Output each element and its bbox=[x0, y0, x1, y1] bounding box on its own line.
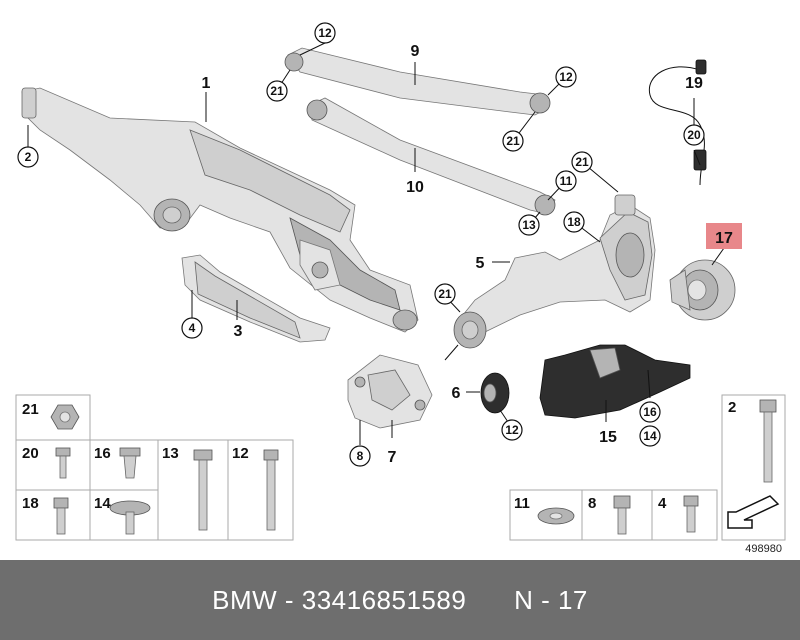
callout-17: 17 bbox=[715, 230, 733, 247]
wheel-speed-sensor bbox=[648, 59, 707, 186]
table-label-4: 4 bbox=[658, 495, 667, 512]
highlight-box bbox=[706, 223, 742, 249]
callout-21-right: 21 bbox=[575, 155, 589, 169]
wheel-hub-bearing bbox=[669, 259, 736, 321]
callout-19: 19 bbox=[685, 75, 703, 92]
table-label-20: 20 bbox=[22, 445, 39, 462]
callout-18: 18 bbox=[567, 215, 581, 229]
fastener-table-left: 21 20 16 13 12 18 14 bbox=[15, 394, 294, 541]
footer-caption: BMW - 33416851589 N - 17 bbox=[0, 560, 800, 640]
brace-plate bbox=[181, 254, 331, 343]
callout-6: 6 bbox=[452, 385, 461, 402]
callout-2: 2 bbox=[25, 150, 32, 164]
callout-9: 9 bbox=[411, 43, 420, 60]
table-label-13: 13 bbox=[162, 445, 179, 462]
callout-5: 5 bbox=[476, 255, 485, 272]
callout-21-lower: 21 bbox=[438, 287, 452, 301]
callout-4: 4 bbox=[189, 321, 196, 335]
rubber-mount-bushing bbox=[480, 372, 510, 414]
wheel-carrier bbox=[453, 194, 656, 349]
callout-13: 13 bbox=[522, 218, 536, 232]
callout-14: 14 bbox=[643, 429, 657, 443]
callout-21-mid: 21 bbox=[506, 134, 520, 148]
fastener-table-right: 11 8 4 2 bbox=[509, 394, 786, 541]
callout-labels: 1 2 3 4 5 6 7 8 9 10 11 12 12 12 13 14 1… bbox=[17, 22, 733, 467]
callout-1: 1 bbox=[202, 75, 211, 92]
callout-7: 7 bbox=[388, 449, 397, 466]
diagram-number: 498980 bbox=[745, 543, 782, 555]
table-label-14: 14 bbox=[94, 495, 111, 512]
lower-control-arm bbox=[306, 97, 556, 216]
table-label-12: 12 bbox=[232, 445, 249, 462]
underbody-cover bbox=[539, 344, 691, 419]
callout-11: 11 bbox=[560, 174, 573, 188]
callout-10: 10 bbox=[406, 179, 424, 196]
callout-16: 16 bbox=[643, 405, 657, 419]
table-label-16: 16 bbox=[94, 445, 111, 462]
rear-subframe bbox=[21, 87, 419, 333]
callout-12-lower: 12 bbox=[505, 423, 519, 437]
table-label-2: 2 bbox=[728, 399, 736, 416]
callout-12-upper: 12 bbox=[318, 26, 332, 40]
callout-21-upper-left: 21 bbox=[270, 84, 284, 98]
callout-3: 3 bbox=[234, 323, 243, 340]
table-label-8: 8 bbox=[588, 495, 596, 512]
exploded-parts-diagram: 1 2 3 4 5 6 7 8 9 10 11 12 12 12 13 14 1… bbox=[15, 22, 786, 555]
position-number: N - 17 bbox=[514, 585, 588, 615]
callout-8: 8 bbox=[357, 449, 364, 463]
callout-15: 15 bbox=[599, 429, 617, 446]
footer-bar: BMW - 33416851589 N - 17 bbox=[0, 560, 800, 640]
callout-20: 20 bbox=[687, 128, 701, 142]
callout-12-right: 12 bbox=[559, 70, 573, 84]
upper-control-arm bbox=[284, 47, 551, 116]
part-number: BMW - 33416851589 bbox=[212, 585, 467, 615]
table-label-18: 18 bbox=[22, 495, 39, 512]
mounting-bracket bbox=[347, 354, 433, 429]
table-label-11: 11 bbox=[514, 495, 530, 512]
orientation-arrow-icon bbox=[727, 495, 780, 529]
table-label-21: 21 bbox=[22, 401, 39, 418]
